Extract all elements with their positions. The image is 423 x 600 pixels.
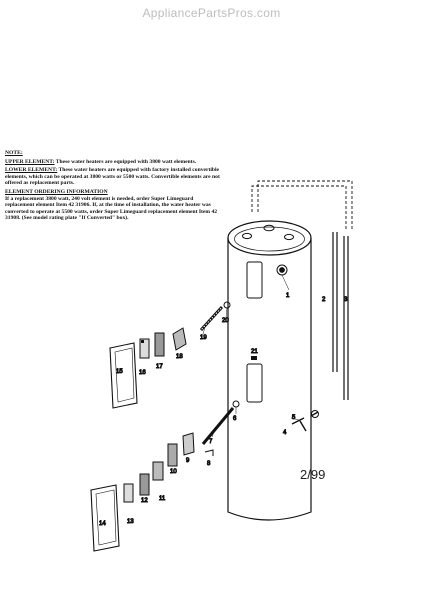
callout-18: 18 bbox=[176, 354, 183, 360]
lower-element-note: LOWER ELEMENT: These water heaters are e… bbox=[5, 167, 223, 187]
callout-11: 11 bbox=[159, 496, 166, 502]
callout-7: 7 bbox=[209, 439, 213, 445]
callout-15: 15 bbox=[116, 369, 123, 375]
callout-13: 13 bbox=[127, 519, 134, 525]
lower-thermostat-bracket-icon bbox=[152, 461, 164, 481]
upper-thermostat-icon bbox=[154, 332, 165, 357]
upper-element-text: These water heaters are equipped with 38… bbox=[54, 158, 197, 165]
upper-insulation-icon bbox=[139, 338, 150, 359]
callout-17: 17 bbox=[156, 364, 163, 370]
callout-6: 6 bbox=[233, 416, 237, 422]
upper-thermostat-bracket-icon bbox=[172, 327, 187, 351]
callout-12: 12 bbox=[141, 498, 148, 504]
notes-block: NOTE: UPPER ELEMENT: These water heaters… bbox=[5, 150, 223, 224]
lower-element-group bbox=[90, 400, 319, 552]
callout-16: 16 bbox=[139, 370, 146, 376]
rating-plate-icon bbox=[251, 356, 257, 360]
callout-4: 4 bbox=[283, 430, 287, 436]
callout-8: 8 bbox=[207, 461, 211, 467]
callout-19: 19 bbox=[200, 335, 207, 341]
upper-gasket-icon bbox=[223, 301, 231, 309]
upper-element-label: UPPER ELEMENT: bbox=[5, 158, 55, 165]
callout-1: 1 bbox=[286, 293, 290, 299]
callout-20: 20 bbox=[222, 318, 229, 324]
lower-gasket-icon bbox=[232, 400, 240, 408]
callout-9: 9 bbox=[186, 458, 190, 464]
upper-access-opening-icon bbox=[246, 261, 263, 299]
callout-10: 10 bbox=[170, 469, 177, 475]
ordering-text: If a replacement 3800 watt, 240 volt ele… bbox=[5, 195, 218, 222]
callout-3: 3 bbox=[344, 297, 348, 303]
upper-access-cover-icon bbox=[109, 342, 138, 409]
lower-insulation-icon bbox=[123, 483, 134, 503]
element-bracket-icon bbox=[182, 432, 195, 456]
watermark: AppliancePartsPros.com bbox=[142, 6, 281, 20]
dip-tube-and-anode-rods bbox=[332, 232, 349, 400]
callout-14: 14 bbox=[99, 521, 106, 527]
wiring-dashed-bracket bbox=[251, 180, 353, 230]
callout-2: 2 bbox=[322, 297, 326, 303]
upper-element-group bbox=[109, 301, 231, 409]
top-fitting-left-icon bbox=[242, 232, 252, 240]
lower-access-cover-icon bbox=[90, 484, 120, 552]
lower-element-text: These water heaters are equipped with fa… bbox=[5, 167, 220, 187]
callout-21: 21 bbox=[251, 349, 258, 355]
drain-valve-icon bbox=[291, 411, 319, 432]
leader-lines bbox=[202, 274, 300, 438]
lower-element-label: LOWER ELEMENT: bbox=[5, 167, 58, 174]
ordering-heading: ELEMENT ORDERING INFORMATION bbox=[5, 188, 108, 195]
date-code: 2/99 bbox=[300, 467, 326, 482]
top-fitting-right-icon bbox=[284, 233, 294, 241]
upper-element-note: UPPER ELEMENT: These water heaters are e… bbox=[5, 159, 223, 166]
clip-icon bbox=[204, 449, 214, 456]
notes-heading: NOTE: bbox=[5, 150, 23, 156]
water-heater-tank bbox=[227, 220, 312, 521]
lower-access-opening-icon bbox=[246, 363, 263, 403]
top-fitting-center-icon bbox=[263, 224, 275, 232]
lower-thermostat-icon bbox=[139, 473, 150, 496]
lower-thermostat-cover-icon bbox=[167, 443, 178, 467]
callout-5: 5 bbox=[292, 415, 296, 421]
lower-element-icon bbox=[201, 407, 235, 445]
